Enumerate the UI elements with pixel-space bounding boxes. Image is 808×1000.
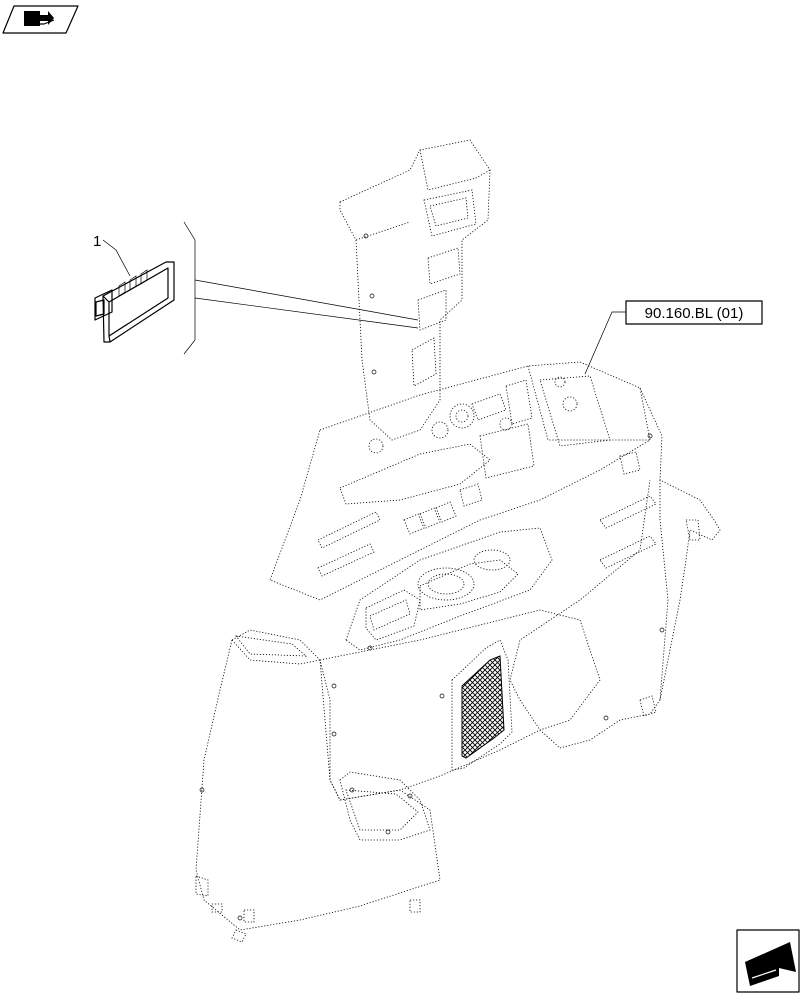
dashboard-assembly [195,139,721,943]
callout-part-number: 1 [93,233,101,250]
leader-line-reference [584,311,626,375]
part-1-switch [94,261,175,343]
callout-bracket [183,221,419,355]
reference-label[interactable]: 90.160.BL (01) [645,305,744,322]
leader-line-part-1 [102,239,131,277]
next-page-arrow-icon[interactable] [736,929,800,993]
reference-box[interactable] [625,300,763,325]
catalog-book-arrow-icon[interactable] [2,5,79,34]
